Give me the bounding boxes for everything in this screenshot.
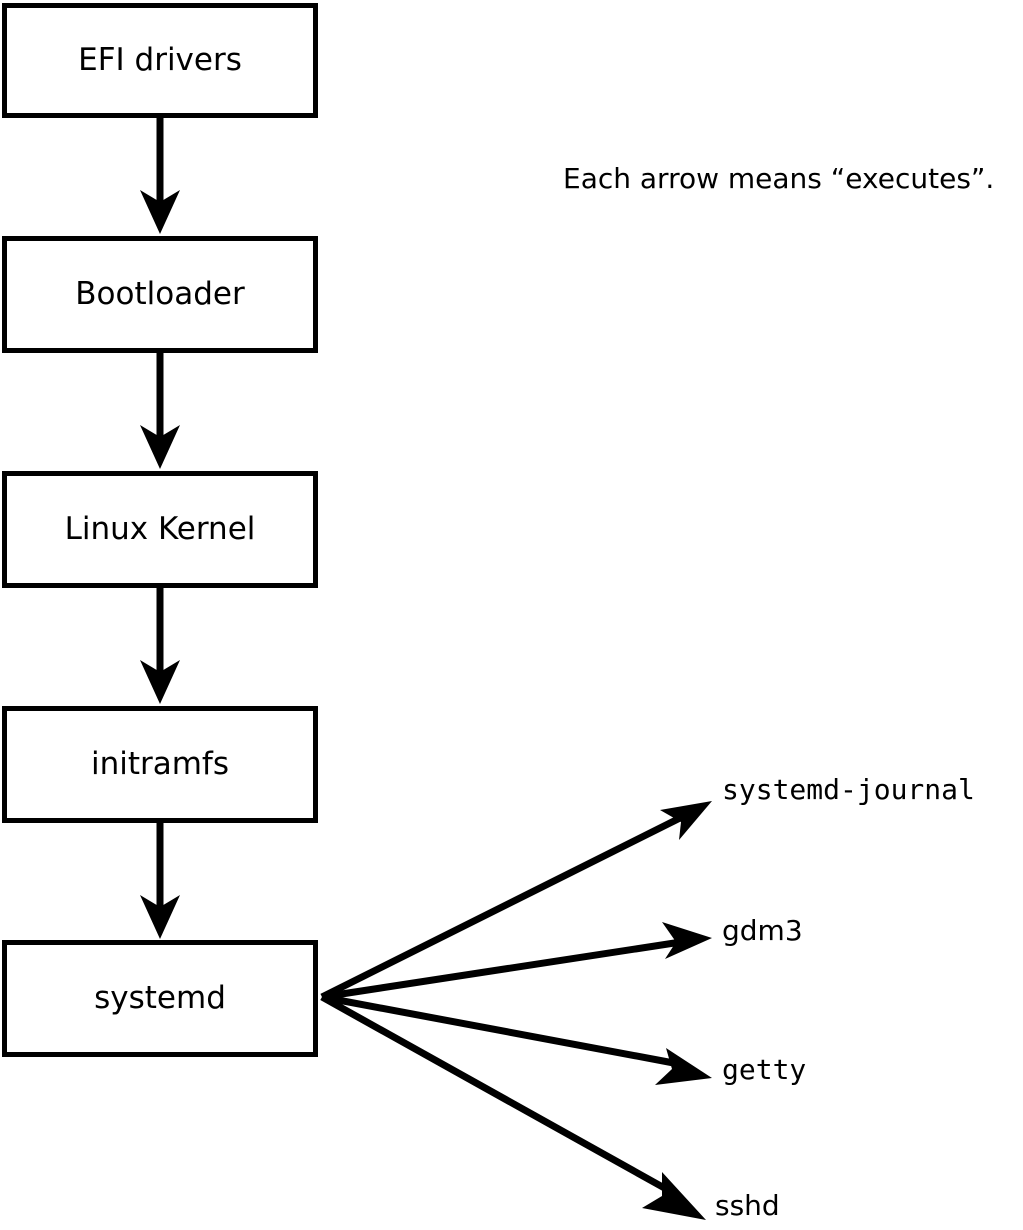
diagram-caption: Each arrow means “executes”. — [563, 162, 995, 195]
arrow-efi-drivers-to-bootloader — [140, 118, 180, 234]
service-label-systemd-journal: systemd-journal — [722, 773, 975, 806]
arrow-systemd-to-systemd-journal — [320, 801, 712, 1001]
node-label-bootloader: Bootloader — [75, 276, 245, 312]
node-label-initramfs: initramfs — [90, 746, 230, 782]
node-bootloader[interactable]: Bootloader — [2, 236, 318, 353]
service-label-getty: getty — [722, 1053, 807, 1086]
node-efi-drivers[interactable]: EFI drivers — [2, 3, 318, 118]
node-label-efi-drivers: EFI drivers — [78, 42, 242, 78]
arrow-systemd-to-sshd — [320, 993, 706, 1220]
arrow-systemd-to-getty — [321, 993, 712, 1085]
arrow-initramfs-to-systemd — [140, 823, 180, 939]
service-label-sshd: sshd — [715, 1189, 780, 1222]
node-linux-kernel[interactable]: Linux Kernel — [2, 471, 318, 588]
arrow-bootloader-to-linux-kernel — [140, 353, 180, 469]
node-label-systemd: systemd — [94, 980, 226, 1016]
arrow-linux-kernel-to-initramfs — [140, 588, 180, 704]
service-label-gdm3: gdm3 — [722, 914, 803, 947]
node-initramfs[interactable]: initramfs — [2, 706, 318, 823]
arrow-systemd-to-gdm3 — [321, 922, 712, 1001]
node-label-linux-kernel: Linux Kernel — [64, 511, 256, 547]
node-systemd[interactable]: systemd — [2, 940, 318, 1057]
